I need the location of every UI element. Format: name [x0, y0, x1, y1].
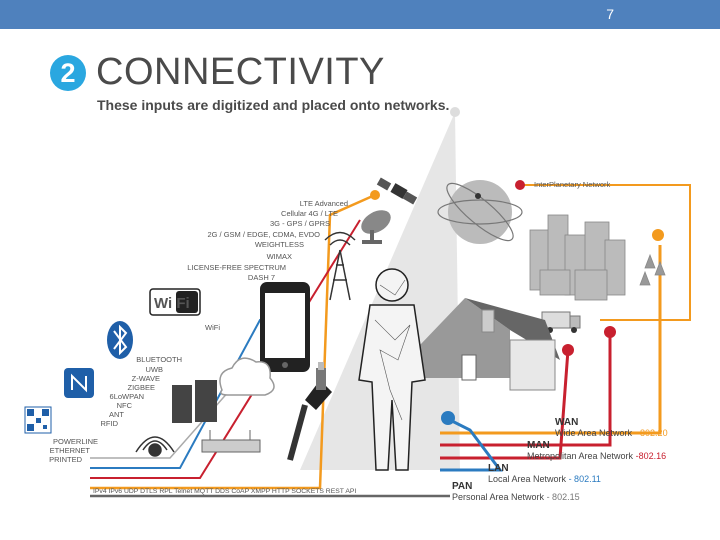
network-name: Metropolitan Area Network -802.16 — [527, 451, 666, 461]
short-range-label: UWB — [146, 365, 164, 374]
globe-icon — [437, 180, 523, 244]
cell-tower-icon — [324, 231, 356, 301]
cellular-label: Cellular 4G / LTE — [281, 209, 338, 218]
short-range-label: 6LoWPAN — [110, 392, 144, 401]
protocols-list: IPv4 IPv6 UDP DTLS RPL Telnet MQTT DDS C… — [93, 488, 356, 495]
wired-label: ETHERNET — [50, 446, 91, 455]
short-range-label: BLUETOOTH — [136, 355, 182, 364]
interplanetary-label: InterPlanetary Network — [534, 180, 611, 189]
wifi-logo-text: Wi Fi — [154, 295, 190, 312]
city-icon — [529, 214, 666, 301]
satellite-icon — [376, 177, 418, 205]
short-range-label: NFC — [117, 401, 133, 410]
short-range-label: ANT — [109, 410, 124, 419]
house-icon — [420, 298, 560, 391]
cellular-label: 3G - GPS / GPRS — [270, 219, 330, 228]
cellular-label: LTE Advanced — [300, 199, 348, 208]
network-abbr: WAN — [555, 417, 578, 428]
cellular-label: 2G / GSM / EDGE, CDMA, EVDO — [207, 230, 320, 239]
wifi-label: WiFi — [205, 323, 220, 332]
section-number-badge: 2 — [50, 55, 86, 91]
nfc-icon — [64, 368, 94, 398]
network-abbr: LAN — [488, 463, 509, 474]
page-number: 7 — [606, 6, 614, 22]
cellular-labels: LTE Advanced Cellular 4G / LTE 3G - GPS … — [187, 199, 348, 282]
network-legend: WAN Wide Area Network - 802.20 MAN Metro… — [452, 417, 668, 502]
wan-line — [440, 245, 662, 435]
page-subtitle: These inputs are digitized and placed on… — [97, 97, 450, 113]
router-icon — [201, 430, 261, 453]
network-abbr: PAN — [452, 481, 472, 492]
network-name: Personal Area Network - 802.15 — [452, 492, 580, 502]
short-range-label: RFID — [101, 419, 119, 428]
usb-icon — [316, 362, 326, 390]
qr-code-icon — [24, 406, 52, 434]
short-range-labels: BLUETOOTH UWB Z-WAVE ZIGBEE 6LoWPAN NFC … — [101, 355, 183, 428]
wifi-logo-icon — [149, 288, 201, 316]
network-name: Wide Area Network - 802.20 — [555, 428, 668, 438]
bluetooth-icon — [107, 321, 133, 359]
page-title: CONNECTIVITY — [96, 51, 385, 93]
wired-labels: POWERLINE ETHERNET PRINTED — [49, 437, 98, 464]
cellular-label: DASH 7 — [248, 273, 275, 282]
short-range-label: Z-WAVE — [132, 374, 160, 383]
cloud-icon — [219, 357, 275, 396]
server-icon — [172, 380, 217, 423]
wired-label: PRINTED — [49, 455, 83, 464]
short-range-label: ZIGBEE — [127, 383, 155, 392]
wan-line-left — [90, 193, 376, 490]
network-abbr: MAN — [527, 440, 550, 451]
person-icon — [358, 268, 426, 471]
man-line — [440, 335, 612, 447]
cellular-label: LICENSE-FREE SPECTRUM — [187, 263, 286, 272]
cellular-label: WIMAX — [267, 252, 292, 261]
title-bar: 7 — [0, 0, 720, 29]
truck-icon — [541, 311, 581, 333]
cellular-label: WEIGHTLESS — [255, 240, 304, 249]
smartphone-icon — [260, 282, 310, 372]
lan-line — [440, 418, 503, 472]
wired-label: POWERLINE — [53, 437, 98, 446]
satellite-dish-icon — [361, 210, 391, 244]
network-name: Local Area Network - 802.11 — [488, 474, 601, 484]
